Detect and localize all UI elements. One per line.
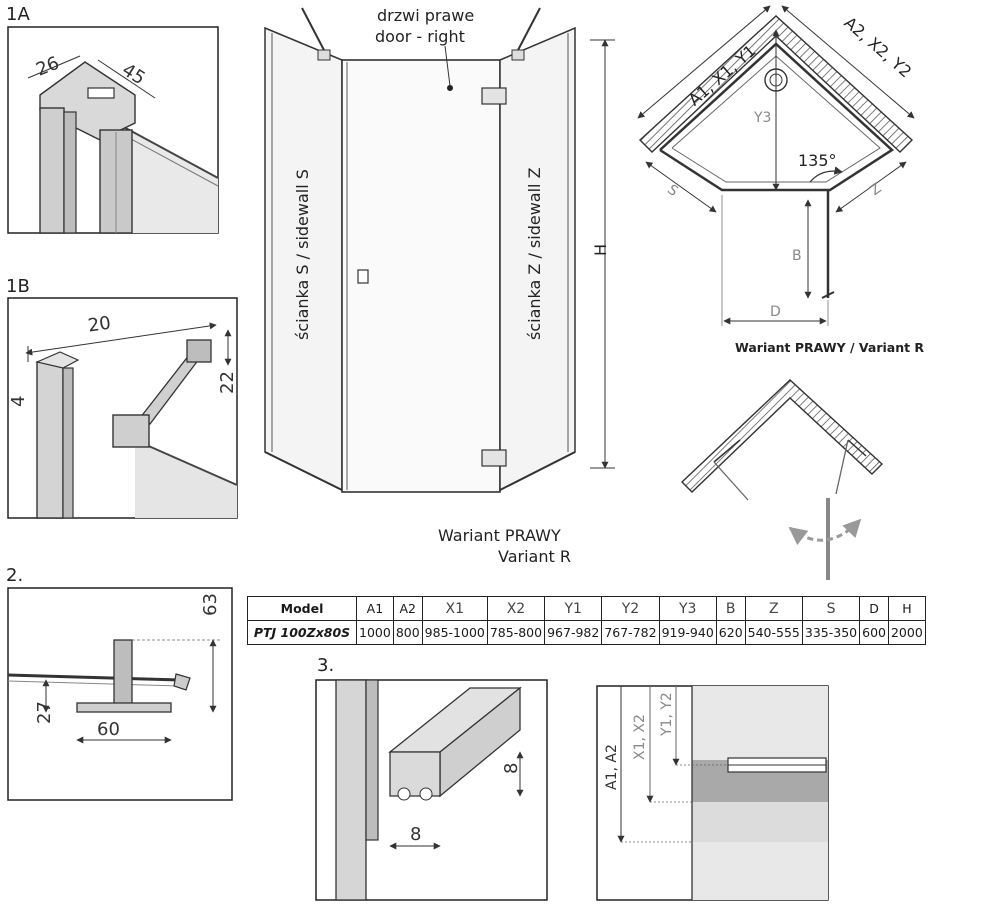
- top-view-caption: Wariant PRAWY / Variant R: [735, 340, 924, 355]
- dim-a2-x2-y2: A2, X2, Y2: [840, 13, 915, 82]
- detail-2-box: 63 27 60: [7, 587, 233, 801]
- sidewall-s-label: ścianka S / sidewall S: [293, 169, 312, 340]
- table-cell: 335-350: [801, 620, 861, 645]
- table-cell: 600: [859, 620, 889, 645]
- door-label-en: door - right: [375, 27, 465, 46]
- top-view-plan: Y3 A1, X1, Y1 A2, X2, Y2 S Z 135° B D: [637, 5, 915, 326]
- section-a-label: A1, A2: [604, 744, 620, 790]
- table-header-cell: A2: [392, 596, 423, 621]
- table-row: PTJ 100Zx80S 1000 800 985-1000 785-800 9…: [247, 620, 926, 645]
- table-cell: 967-982: [544, 620, 603, 645]
- detail-3-box: 8 8: [315, 679, 548, 901]
- section-label-3: 3.: [317, 655, 334, 676]
- table-header-cell: Y2: [601, 596, 660, 621]
- dim-a1-x1-y1: A1, X1, Y1: [685, 41, 760, 110]
- dim-2-27: 27: [34, 701, 55, 724]
- table-cell: 767-782: [601, 620, 660, 645]
- dim-1b-4: 4: [8, 396, 29, 407]
- table-header-cell: S: [801, 596, 861, 621]
- table-header-row: Model A1 A2 X1 X2 Y1 Y2 Y3 B Z S D H: [247, 596, 926, 621]
- dim-1b-20: 20: [87, 313, 113, 337]
- table-header-cell: Y1: [544, 596, 603, 621]
- detail-1b-box: 20 4 22: [7, 297, 238, 519]
- table-header-cell: Y3: [658, 596, 717, 621]
- dim-2-63: 63: [200, 593, 221, 616]
- table-cell: 540-555: [744, 620, 803, 645]
- dim-z-label: Z: [867, 180, 884, 199]
- table-header-cell: Z: [744, 596, 803, 621]
- dimensions-table: Model A1 A2 X1 X2 Y1 Y2 Y3 B Z S D H PTJ…: [247, 596, 926, 645]
- dim-b-label: B: [792, 248, 802, 264]
- section-label-1a: 1A: [6, 4, 30, 25]
- dim-3-vertical-8: 8: [501, 763, 522, 774]
- table-header-cell: D: [859, 596, 889, 621]
- y3-label: Y3: [753, 110, 771, 126]
- table-header-cell: A1: [356, 596, 394, 621]
- dim-d-label: D: [770, 304, 781, 320]
- table-cell: 985-1000: [421, 620, 488, 645]
- table-header-cell: X2: [486, 596, 546, 621]
- section-label-2: 2.: [6, 565, 23, 586]
- sidewall-z-label: ścianka Z / sidewall Z: [525, 167, 544, 340]
- angle-135-label: 135°: [798, 151, 837, 170]
- table-cell-model: PTJ 100Zx80S: [247, 620, 357, 645]
- table-cell: 919-940: [658, 620, 717, 645]
- table-cell: 1000: [356, 620, 394, 645]
- door-label-pl: drzwi prawe: [377, 6, 474, 25]
- table-cell: 785-800: [486, 620, 546, 645]
- dim-1b-22: 22: [217, 371, 238, 394]
- section-x-label: X1, X2: [632, 714, 648, 760]
- table-header-cell: B: [715, 596, 746, 621]
- table-header-cell: X1: [421, 596, 488, 621]
- front-variant-en: Variant R: [498, 547, 571, 566]
- section-y-label: Y1, Y2: [659, 692, 675, 737]
- dim-3-horizontal-8: 8: [410, 824, 421, 845]
- height-label: H: [591, 244, 610, 256]
- table-cell: 2000: [887, 620, 926, 645]
- front-view: drzwi prawe door - right ścianka S / sid…: [264, 6, 615, 493]
- perspective-plan: [680, 379, 884, 580]
- detail-1a-box: 26 45: [7, 26, 219, 234]
- dim-2-60: 60: [97, 719, 120, 740]
- dim-s-label: S: [664, 182, 681, 200]
- table-cell: 800: [392, 620, 423, 645]
- section-view-box: A1, A2 X1, X2 Y1, Y2: [596, 685, 829, 901]
- table-cell: 620: [715, 620, 746, 645]
- front-variant-pl: Wariant PRAWY: [438, 526, 561, 545]
- table-header-cell: H: [887, 596, 926, 621]
- table-header-cell: Model: [247, 596, 357, 621]
- section-label-1b: 1B: [6, 276, 30, 297]
